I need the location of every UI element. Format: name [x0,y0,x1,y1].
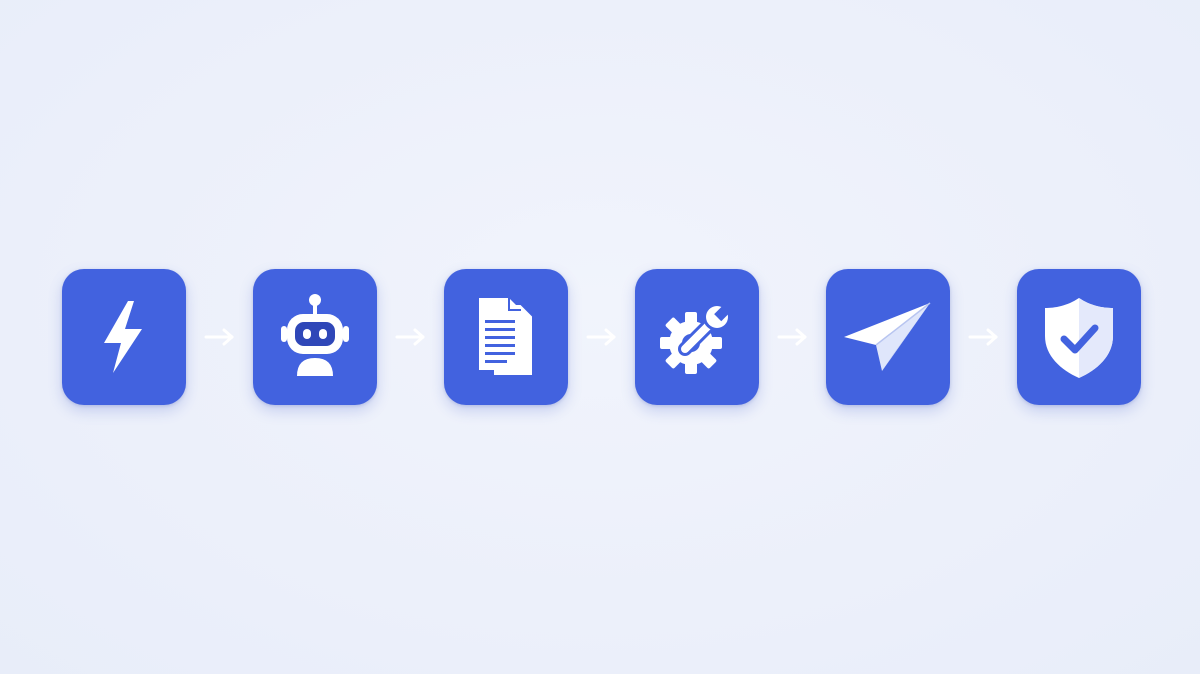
connector-arrow [377,269,444,405]
connector-arrow [186,269,253,405]
documents-icon [479,298,534,377]
shield-check-icon [1045,298,1113,378]
arrow-right-icon [395,328,424,346]
robot-icon [281,294,349,376]
arrow-right-icon [586,328,615,346]
step-tile-secure[interactable] [1017,269,1141,405]
step-tile-ai-agent[interactable] [253,269,377,405]
step-tile-document[interactable] [444,269,568,405]
arrow-right-icon [204,328,233,346]
lightning-bolt-icon [104,301,142,373]
step-tile-process[interactable] [635,269,759,405]
paper-plane-icon [844,302,931,371]
arrow-right-icon [777,328,806,346]
gear-wrench-icon [660,302,733,374]
process-flow [62,269,1141,405]
connector-arrow [568,269,635,405]
connector-arrow [950,269,1017,405]
step-tile-send[interactable] [826,269,950,405]
arrow-right-icon [968,328,997,346]
step-tile-trigger[interactable] [62,269,186,405]
connector-arrow [759,269,826,405]
